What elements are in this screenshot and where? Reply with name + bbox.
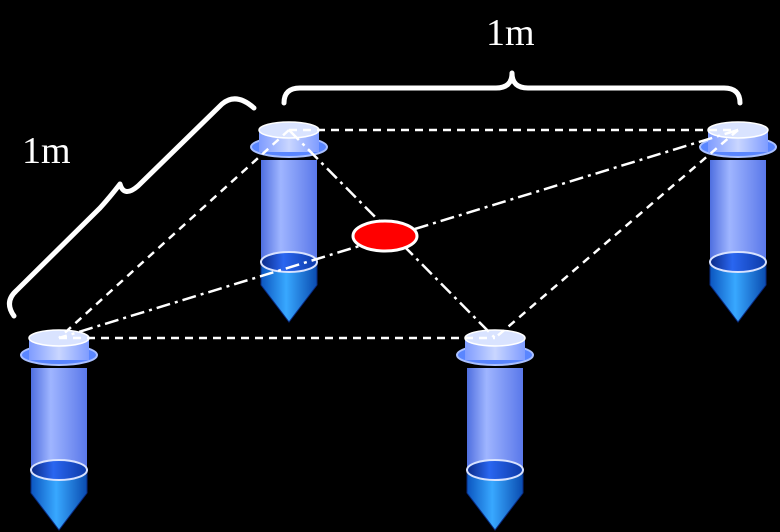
left-dimension-label: 1m [22, 130, 71, 172]
center-marker [351, 219, 419, 253]
tube-back-left [250, 121, 328, 323]
edge-right [494, 129, 739, 339]
tube-front-right [456, 329, 534, 531]
square-outline [58, 128, 739, 340]
tube-back-right [699, 121, 777, 323]
tube-front-left [20, 329, 98, 531]
top-dimension-brace [281, 70, 743, 106]
top-dimension-label: 1m [486, 12, 535, 54]
left-dimension-brace [7, 96, 257, 319]
edge-left [58, 129, 290, 339]
